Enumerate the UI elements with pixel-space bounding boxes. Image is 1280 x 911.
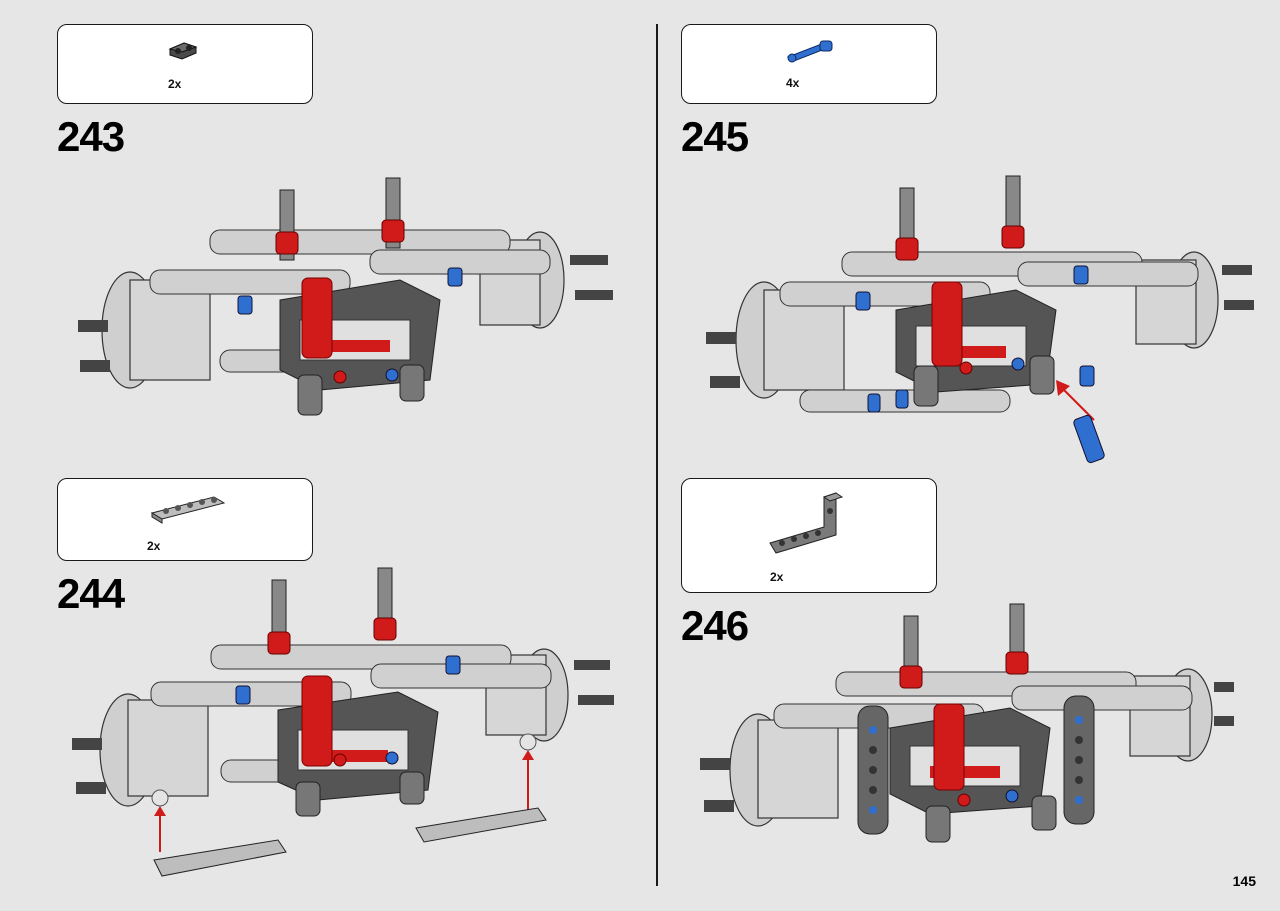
- column-divider: [656, 24, 658, 886]
- dark-gray-l-beam-part-icon: [769, 492, 844, 554]
- part-quantity: 2x: [770, 570, 784, 584]
- page-number: 145: [1232, 873, 1256, 889]
- assembly-illustration-step-246: [700, 603, 1234, 843]
- assembly-illustration-step-245: [706, 175, 1254, 464]
- blue-axle-pin-part-icon: [786, 40, 833, 63]
- parts-callout-step-243: 2x: [57, 24, 313, 104]
- step-number-244: 244: [57, 570, 125, 617]
- light-gray-beam-5-part-icon: [150, 496, 226, 524]
- step-number-243: 243: [57, 113, 125, 160]
- parts-callout-step-244: 2x: [57, 478, 313, 561]
- part-quantity: 2x: [147, 539, 161, 553]
- step-number-246: 246: [681, 602, 749, 649]
- dark-gray-connector-part-icon: [168, 42, 198, 60]
- part-quantity: 4x: [786, 76, 800, 90]
- step-number-245: 245: [681, 113, 749, 160]
- parts-callout-step-246: 2x: [681, 478, 937, 593]
- assembly-illustration-step-244: [72, 567, 614, 877]
- parts-callout-step-245: 4x: [681, 24, 937, 104]
- part-quantity: 2x: [168, 77, 182, 91]
- assembly-illustration-step-243: [78, 177, 613, 416]
